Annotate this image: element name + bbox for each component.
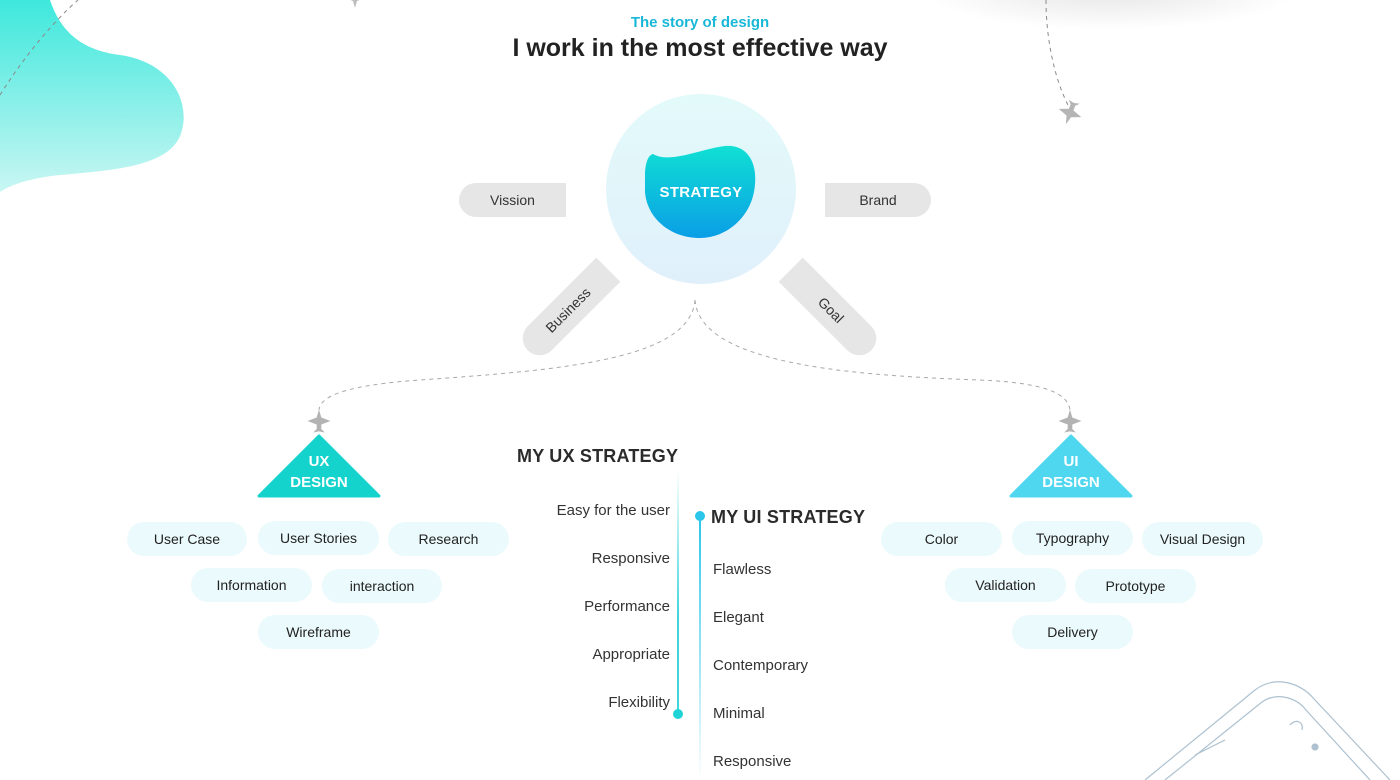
strategy-blob-icon bbox=[645, 145, 756, 238]
strategy-label: STRATEGY bbox=[659, 184, 743, 201]
ux-design-label-line1: UX bbox=[308, 453, 330, 470]
ui-design-label-line1: UI bbox=[1063, 453, 1079, 470]
branch-brand: Brand bbox=[825, 183, 931, 217]
ui-design-label-line2: DESIGN bbox=[1042, 474, 1100, 491]
ui-strategy-item: Elegant bbox=[713, 609, 764, 626]
ui-tag: Delivery bbox=[1012, 615, 1133, 649]
ui-tag: Visual Design bbox=[1142, 522, 1263, 556]
ui-tag: Color bbox=[881, 522, 1002, 556]
ux-tag: Wireframe bbox=[258, 615, 379, 649]
ui-design-label: UI DESIGN bbox=[1009, 451, 1133, 493]
plane-icon bbox=[1058, 409, 1082, 433]
ux-tag: Research bbox=[388, 522, 509, 556]
ux-strategy-item: Performance bbox=[584, 598, 670, 615]
plane-icon bbox=[307, 409, 331, 433]
ux-strategy-line bbox=[677, 470, 679, 714]
ui-strategy-item: Contemporary bbox=[713, 657, 809, 674]
branch-vission: Vission bbox=[459, 183, 566, 217]
ux-design-label-line2: DESIGN bbox=[290, 474, 348, 491]
ux-tag: Information bbox=[191, 568, 312, 602]
ux-tag: interaction bbox=[322, 569, 442, 603]
phone-outline-illustration bbox=[1144, 681, 1391, 780]
ui-design-triangle bbox=[1009, 434, 1133, 498]
ui-strategy-line bbox=[699, 516, 701, 780]
ux-tag: User Case bbox=[127, 522, 247, 556]
ui-strategy-item: Flawless bbox=[713, 561, 772, 578]
plane-icon bbox=[350, 0, 360, 8]
ux-design-label: UX DESIGN bbox=[257, 451, 381, 493]
section-title: I work in the most effective way bbox=[512, 34, 888, 62]
ui-tag: Typography bbox=[1012, 521, 1133, 555]
plane-icon bbox=[1058, 99, 1082, 125]
ui-strategy-title: MY UI STRATEGY bbox=[711, 507, 866, 527]
ux-strategy-item: Easy for the user bbox=[556, 502, 670, 519]
teal-blob-decoration bbox=[0, 0, 184, 192]
ui-tag: Prototype bbox=[1075, 569, 1196, 603]
ui-strategy-dot bbox=[695, 511, 705, 521]
ux-strategy-item: Appropriate bbox=[592, 646, 670, 663]
ux-strategy-item: Flexibility bbox=[608, 694, 670, 711]
ux-strategy-item: Responsive bbox=[591, 550, 670, 567]
ux-strategy-title: MY UX STRATEGY bbox=[517, 446, 679, 466]
ui-tag: Validation bbox=[945, 568, 1066, 602]
ui-strategy-item: Minimal bbox=[713, 705, 765, 722]
ux-tag: User Stories bbox=[258, 521, 379, 555]
ui-strategy-item: Responsive bbox=[713, 753, 792, 770]
ux-strategy-dot bbox=[673, 709, 683, 719]
section-eyebrow: The story of design bbox=[630, 14, 770, 31]
ux-design-triangle bbox=[257, 434, 381, 498]
